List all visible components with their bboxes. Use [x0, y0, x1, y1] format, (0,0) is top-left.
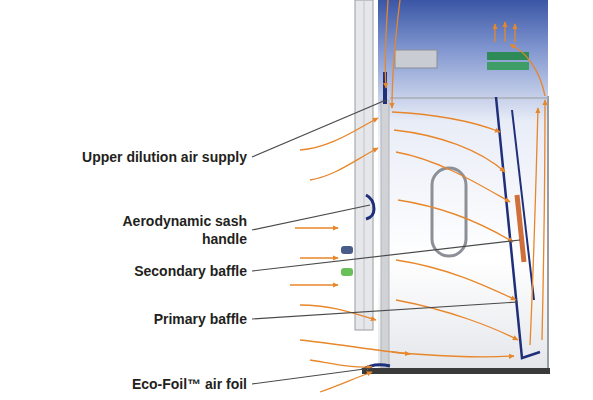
airflow [300, 118, 378, 150]
baffle-slot [517, 195, 524, 262]
airflow [392, 352, 514, 357]
airflow-lines [290, 0, 545, 392]
secondary-baffle [512, 110, 534, 300]
airflow [398, 200, 513, 242]
side-wall [381, 100, 389, 368]
leader-line [252, 368, 372, 384]
callout-label: Primary baffle [7, 310, 247, 328]
leader-line [252, 240, 520, 271]
control-knob [341, 268, 353, 276]
airflow [295, 227, 338, 228]
airflow [392, 112, 500, 132]
callout-label: Upper dilution air supply [7, 148, 247, 166]
airflow [542, 100, 545, 340]
exhaust-filter [487, 62, 529, 70]
airflow [510, 45, 545, 96]
airflow [290, 284, 338, 285]
exhaust-fixture [395, 50, 437, 68]
airflow [392, 0, 400, 108]
airflow [320, 372, 372, 392]
sash-panel [355, 0, 373, 330]
hood-rear-wall [547, 96, 549, 370]
sash-handle [366, 195, 374, 219]
airflow [396, 260, 516, 300]
callout-label: Eco-Foil™ air foil [7, 375, 247, 393]
callout-label: Aerodynamic sash handle [107, 212, 247, 248]
airflow [385, 0, 388, 88]
airflow [300, 340, 410, 354]
work-surface [362, 368, 550, 374]
control-knob [341, 246, 353, 254]
callout-label: Secondary baffle [7, 262, 247, 280]
hood-ceiling [390, 97, 548, 99]
airflow [300, 305, 376, 320]
airflow [494, 24, 495, 42]
airflow [300, 257, 338, 258]
leader-line [252, 205, 370, 230]
airflow [310, 360, 372, 367]
leader-lines [252, 100, 520, 384]
airflow [504, 22, 505, 42]
hood-interior [378, 0, 548, 370]
airflow [514, 24, 515, 42]
airflow [394, 130, 505, 172]
primary-baffle [496, 97, 540, 358]
airflow [396, 152, 510, 202]
airflow [310, 148, 378, 180]
sash-glass [364, 0, 365, 330]
leader-line [252, 100, 386, 157]
airflow [530, 108, 538, 345]
leader-line [252, 302, 518, 319]
